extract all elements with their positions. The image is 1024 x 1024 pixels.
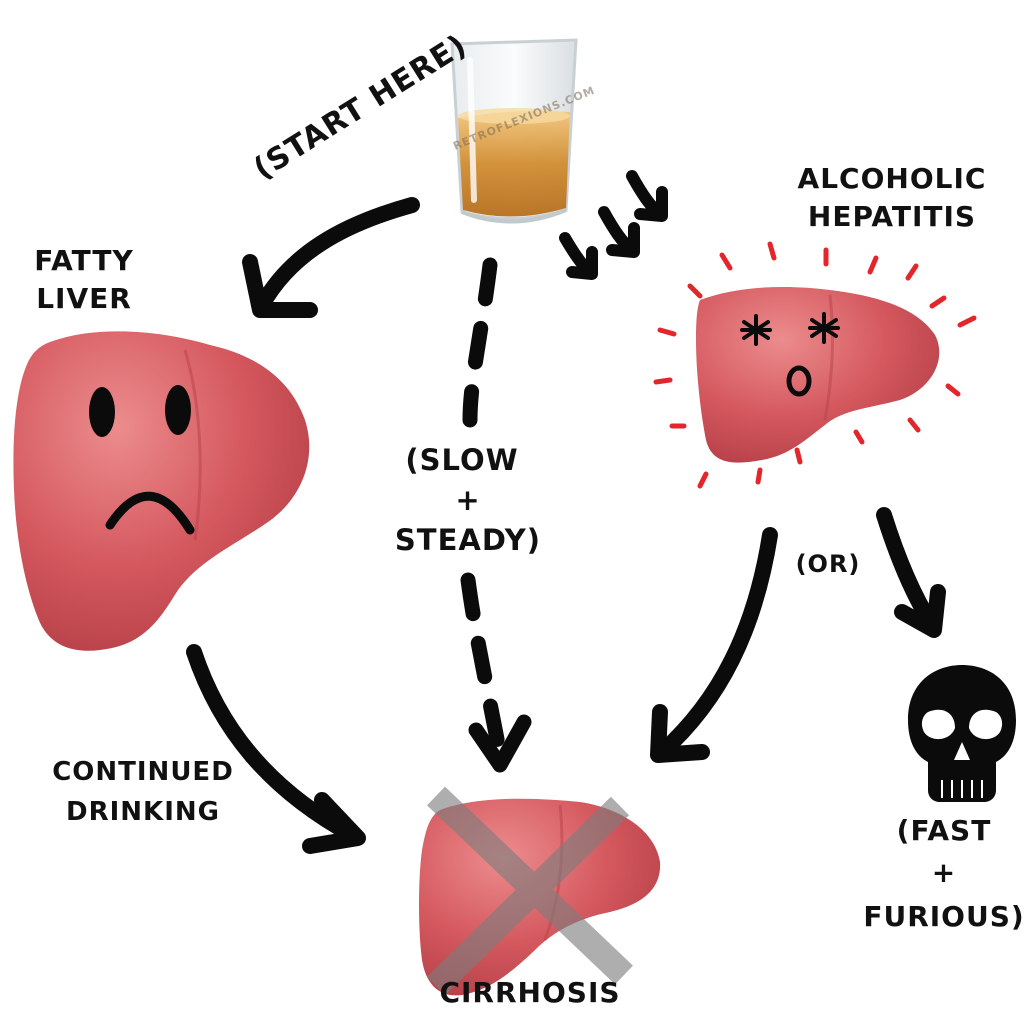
arrow-continued-drinking xyxy=(186,644,366,854)
plus-label-2: + xyxy=(932,856,956,889)
dizzy-liver-icon xyxy=(696,287,940,463)
or-label: (OR) xyxy=(796,550,861,578)
pain-burst xyxy=(653,241,977,489)
skull-icon xyxy=(908,665,1016,802)
arrow-slow-steady xyxy=(460,257,532,773)
arrow-to-fatty-liver xyxy=(242,197,420,318)
arrows-to-hepatitis xyxy=(559,170,668,280)
sad-liver-icon xyxy=(13,331,310,651)
fatty-label: FATTY xyxy=(34,244,134,277)
arrow-hepatitis-to-cirrhosis xyxy=(650,527,778,763)
drinking-label: DRINKING xyxy=(66,797,220,827)
liver-label: LIVER xyxy=(36,282,132,315)
crossed-liver-icon xyxy=(419,786,661,996)
furious-label: FURIOUS) xyxy=(863,900,1024,933)
continued-label: CONTINUED xyxy=(52,757,234,787)
whiskey-glass-icon: RETROFLEXIONS.COM xyxy=(450,38,597,224)
plus-label-1: + xyxy=(455,483,480,517)
cirrhosis-label: CIRRHOSIS xyxy=(439,976,620,1009)
fast-label: (FAST xyxy=(897,814,992,847)
slow-label: (SLOW xyxy=(405,443,518,477)
arrow-hepatitis-to-death xyxy=(876,507,946,638)
steady-label: STEADY) xyxy=(395,523,541,557)
start-here-label: (START HERE) xyxy=(248,28,474,187)
alcoholic-label: ALCOHOLIC xyxy=(798,162,987,195)
hepatitis-label: HEPATITIS xyxy=(808,200,976,233)
